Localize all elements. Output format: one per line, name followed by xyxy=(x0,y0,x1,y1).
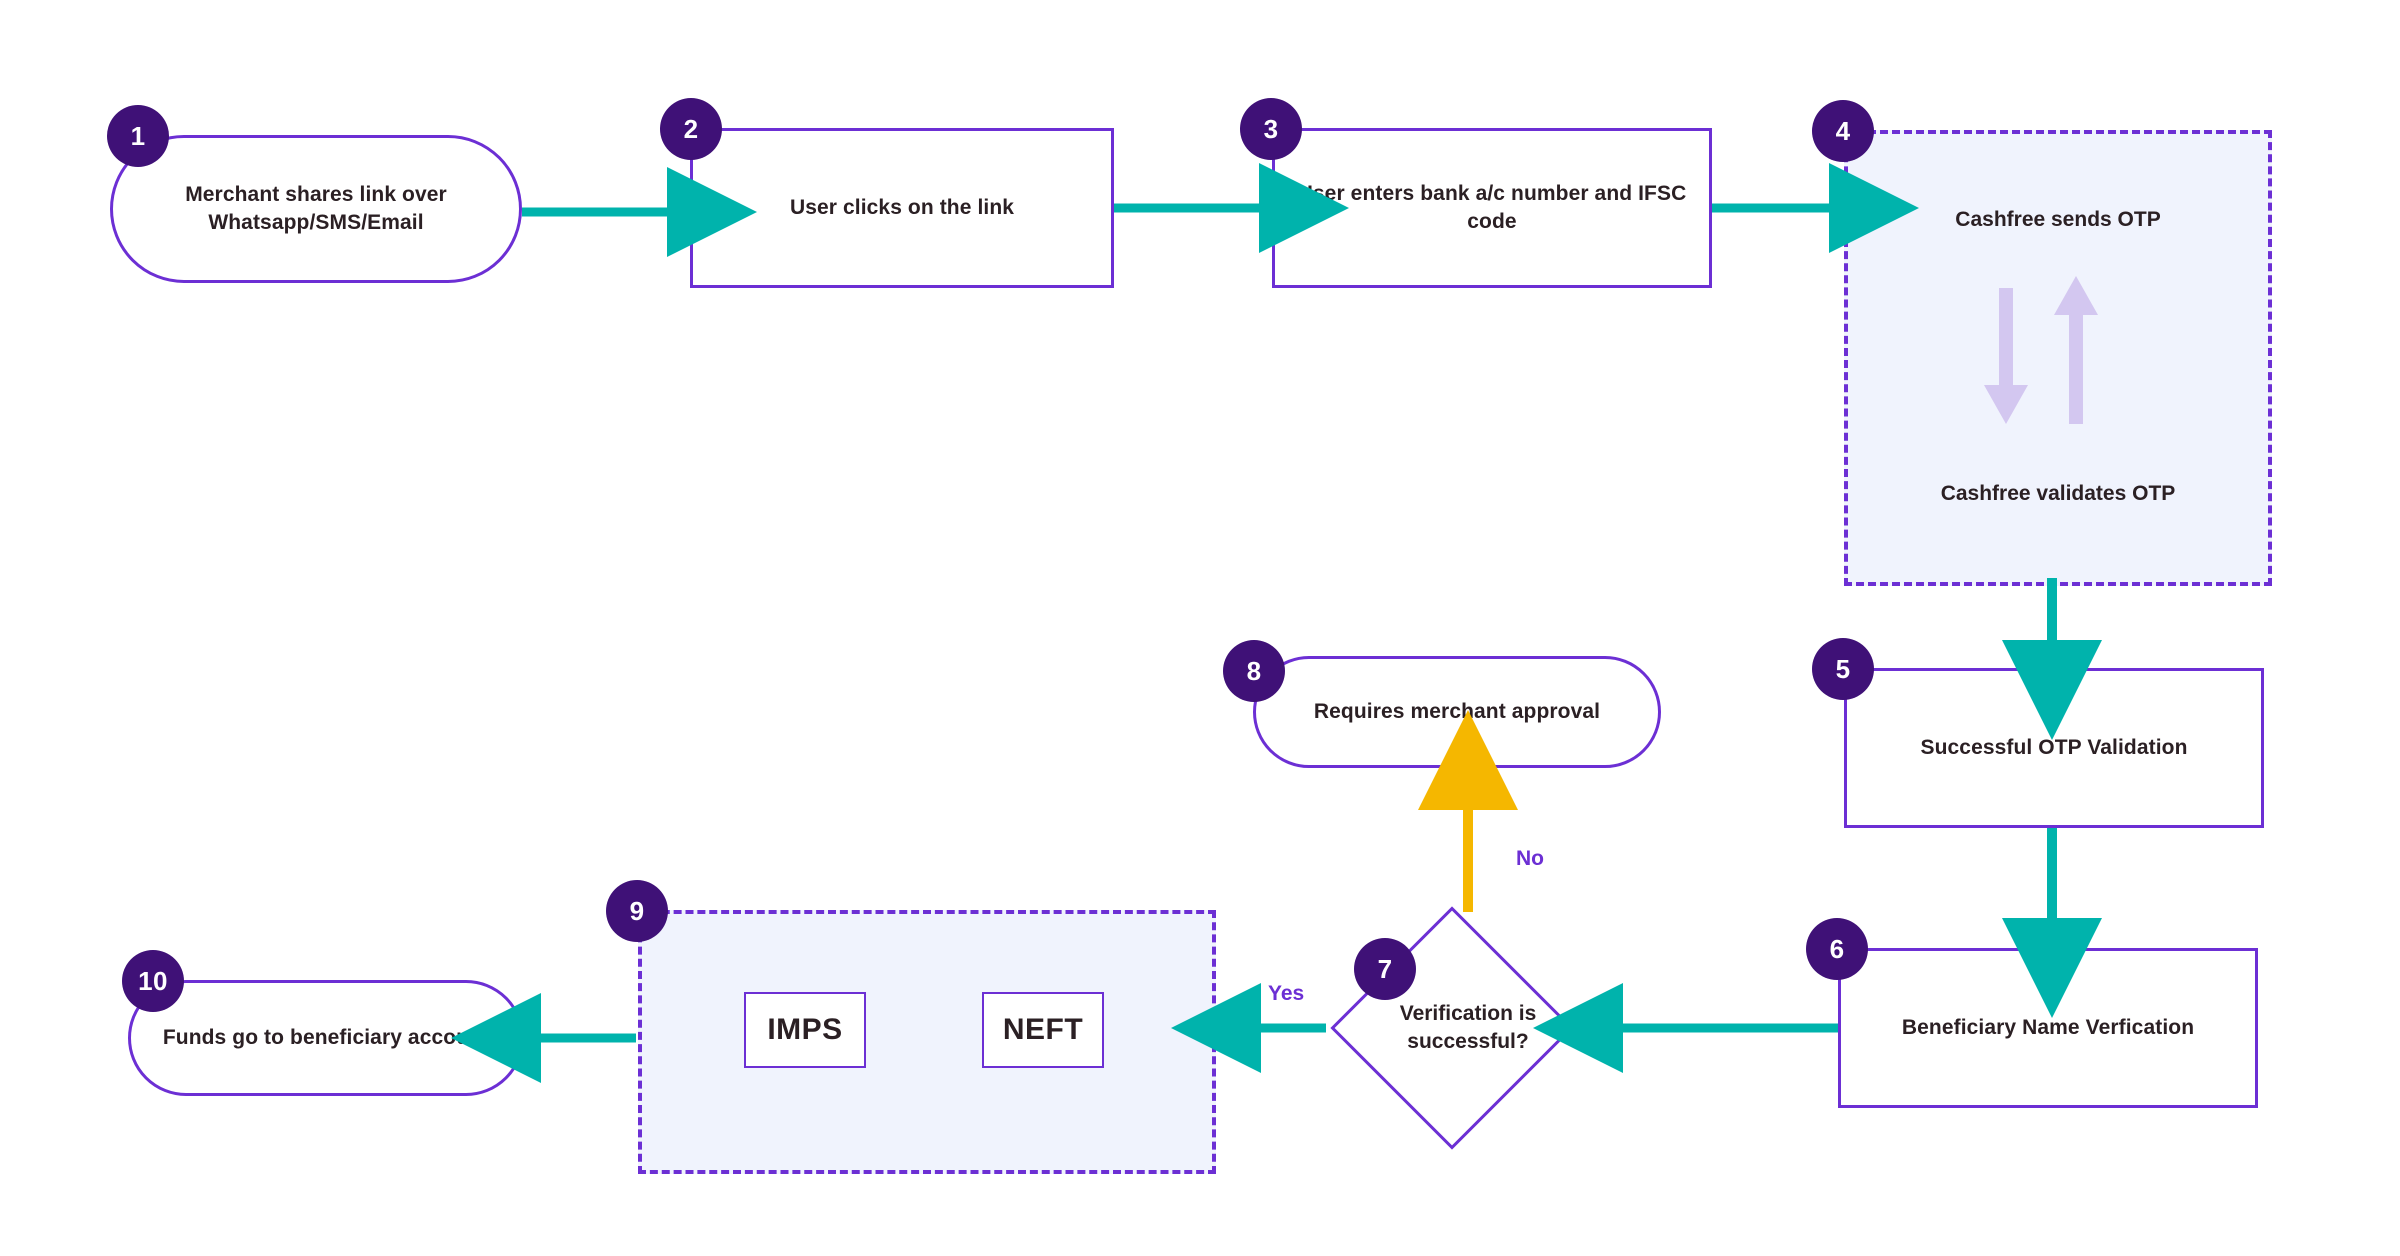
node-5-label: Successful OTP Validation xyxy=(1920,736,2188,760)
node-7-label: Verification is successful? xyxy=(1352,978,1584,1078)
badge-9: 9 xyxy=(606,880,668,942)
node-4-otp-panel[interactable]: Cashfree sends OTP Cashfree validates OT… xyxy=(1844,130,2272,586)
edge-label-no: No xyxy=(1516,847,1544,870)
node-8-requires-merchant-approval[interactable]: Requires merchant approval xyxy=(1253,656,1661,768)
badge-7: 7 xyxy=(1354,938,1416,1000)
node-10-funds-go-to-beneficiary[interactable]: Funds go to beneficiary account xyxy=(128,980,524,1096)
node-3-user-enters-bank-details[interactable]: User enters bank a/c number and IFSC cod… xyxy=(1272,128,1712,288)
node-1-merchant-shares-link[interactable]: Merchant shares link over Whatsapp/SMS/E… xyxy=(110,135,522,283)
badge-10: 10 xyxy=(122,950,184,1012)
badge-2: 2 xyxy=(660,98,722,160)
badge-3: 3 xyxy=(1240,98,1302,160)
badge-5: 5 xyxy=(1812,638,1874,700)
node-2-user-clicks-link[interactable]: User clicks on the link xyxy=(690,128,1114,288)
node-1-label: Merchant shares link over Whatsapp/SMS/E… xyxy=(185,183,447,234)
node-10-label: Funds go to beneficiary account xyxy=(162,1026,490,1050)
edge-label-yes: Yes xyxy=(1268,982,1305,1005)
badge-8: 8 xyxy=(1223,640,1285,702)
badge-4: 4 xyxy=(1812,100,1874,162)
badge-6: 6 xyxy=(1806,918,1868,980)
node-4-label-top: Cashfree sends OTP xyxy=(1955,208,2161,231)
node-3-label: User enters bank a/c number and IFSC cod… xyxy=(1297,182,1687,233)
node-5-successful-otp-validation[interactable]: Successful OTP Validation xyxy=(1844,668,2264,828)
badge-1: 1 xyxy=(107,105,169,167)
node-2-label: User clicks on the link xyxy=(789,196,1015,220)
node-9-transfer-mode-panel[interactable]: IMPS NEFT xyxy=(638,910,1216,1174)
node-6-label: Beneficiary Name Verfication xyxy=(1901,1016,2195,1040)
chip-neft[interactable]: NEFT xyxy=(982,992,1104,1068)
node-7-label-text: Verification is successful? xyxy=(1399,1001,1537,1053)
chip-imps[interactable]: IMPS xyxy=(744,992,866,1068)
node-8-label: Requires merchant approval xyxy=(1313,700,1601,724)
node-4-label-bottom: Cashfree validates OTP xyxy=(1940,482,2176,505)
node-6-beneficiary-name-verification[interactable]: Beneficiary Name Verfication xyxy=(1838,948,2258,1108)
